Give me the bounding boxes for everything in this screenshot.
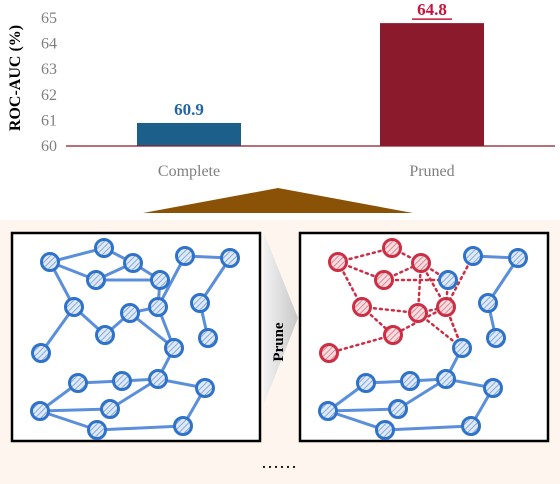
graph-node: [195, 378, 215, 398]
graph-edge: [96, 424, 184, 432]
graph-node: [94, 238, 114, 258]
prune-label: Prune: [271, 322, 287, 362]
pruned-node: [382, 238, 402, 258]
y-tick-label: 63: [41, 61, 57, 78]
pruned-node: [411, 253, 431, 273]
graph-node: [95, 325, 115, 345]
category-label: Complete: [158, 163, 220, 180]
graph-node: [30, 401, 50, 421]
graph-node: [508, 248, 528, 268]
graph-node: [150, 270, 170, 290]
graph-node: [318, 401, 338, 421]
graph-node: [220, 248, 240, 268]
graph-node: [463, 246, 483, 266]
category-labels: Complete Pruned: [158, 163, 455, 180]
y-tick-label: 64: [41, 36, 57, 53]
pruned-edge: [327, 333, 395, 355]
pruned-node: [436, 297, 456, 317]
expand-trapezoid: [143, 188, 413, 213]
category-label: Pruned: [409, 163, 454, 180]
graph-node: [483, 378, 503, 398]
graph-node: [64, 297, 84, 317]
pruned-node: [383, 325, 403, 345]
graph-node: [164, 338, 184, 358]
prune-arrow: Prune: [264, 233, 298, 404]
graph-node: [438, 270, 458, 290]
graph-node: [198, 328, 218, 348]
graph-node: [86, 270, 106, 290]
pruned-node: [319, 343, 339, 363]
value-label: 60.9: [174, 100, 204, 119]
graph-edge: [444, 278, 450, 309]
graph-node: [375, 420, 395, 440]
graph-edge: [384, 424, 472, 432]
pruned-node: [408, 303, 428, 323]
graph-node: [486, 328, 506, 348]
graph-node: [175, 246, 195, 266]
pruned-node: [328, 252, 348, 272]
y-tick-labels: 60 61 62 63 64 65: [41, 10, 57, 155]
graph-node: [356, 373, 376, 393]
pruned-graph-panel: [298, 231, 550, 443]
graph-edge: [39, 409, 98, 432]
graph-node: [40, 252, 60, 272]
value-labels: 60.9 64.8: [174, 0, 452, 119]
y-tick-label: 62: [41, 87, 57, 104]
bar-complete: [137, 122, 241, 146]
graph-edge: [327, 409, 386, 432]
graph-node: [120, 303, 140, 323]
graph-node: [452, 338, 472, 358]
graph-node: [31, 343, 51, 363]
y-axis-label: ROC-AUC (%): [7, 25, 24, 131]
y-tick-label: 60: [41, 138, 57, 155]
value-label: 64.8: [417, 0, 447, 19]
graph-node: [436, 369, 456, 389]
bar-chart: ROC-AUC (%) 60 61 62 63 64 65 60.9 64.8 Comple…: [7, 0, 555, 180]
pruned-node: [374, 270, 394, 290]
bar-pruned: [380, 23, 484, 146]
graph-node: [112, 371, 132, 391]
graph-edge: [39, 407, 111, 413]
graph-node: [478, 293, 498, 313]
y-tick-label: 65: [41, 10, 57, 27]
graph-edge: [327, 407, 399, 413]
graph-node: [123, 253, 143, 273]
graph-node: [400, 371, 420, 391]
graph-node: [190, 293, 210, 313]
bars: [137, 23, 484, 146]
pruned-node: [352, 297, 372, 317]
graph-node: [87, 420, 107, 440]
graph-node: [388, 399, 408, 419]
graph-node: [461, 416, 481, 436]
graph-node: [148, 297, 168, 317]
graph-node: [68, 373, 88, 393]
y-tick-label: 61: [41, 112, 57, 129]
graph-node: [100, 399, 120, 419]
graph-node: [173, 416, 193, 436]
graph-node: [148, 369, 168, 389]
complete-graph-panel: [10, 231, 262, 443]
ellipsis: ……: [261, 452, 297, 472]
